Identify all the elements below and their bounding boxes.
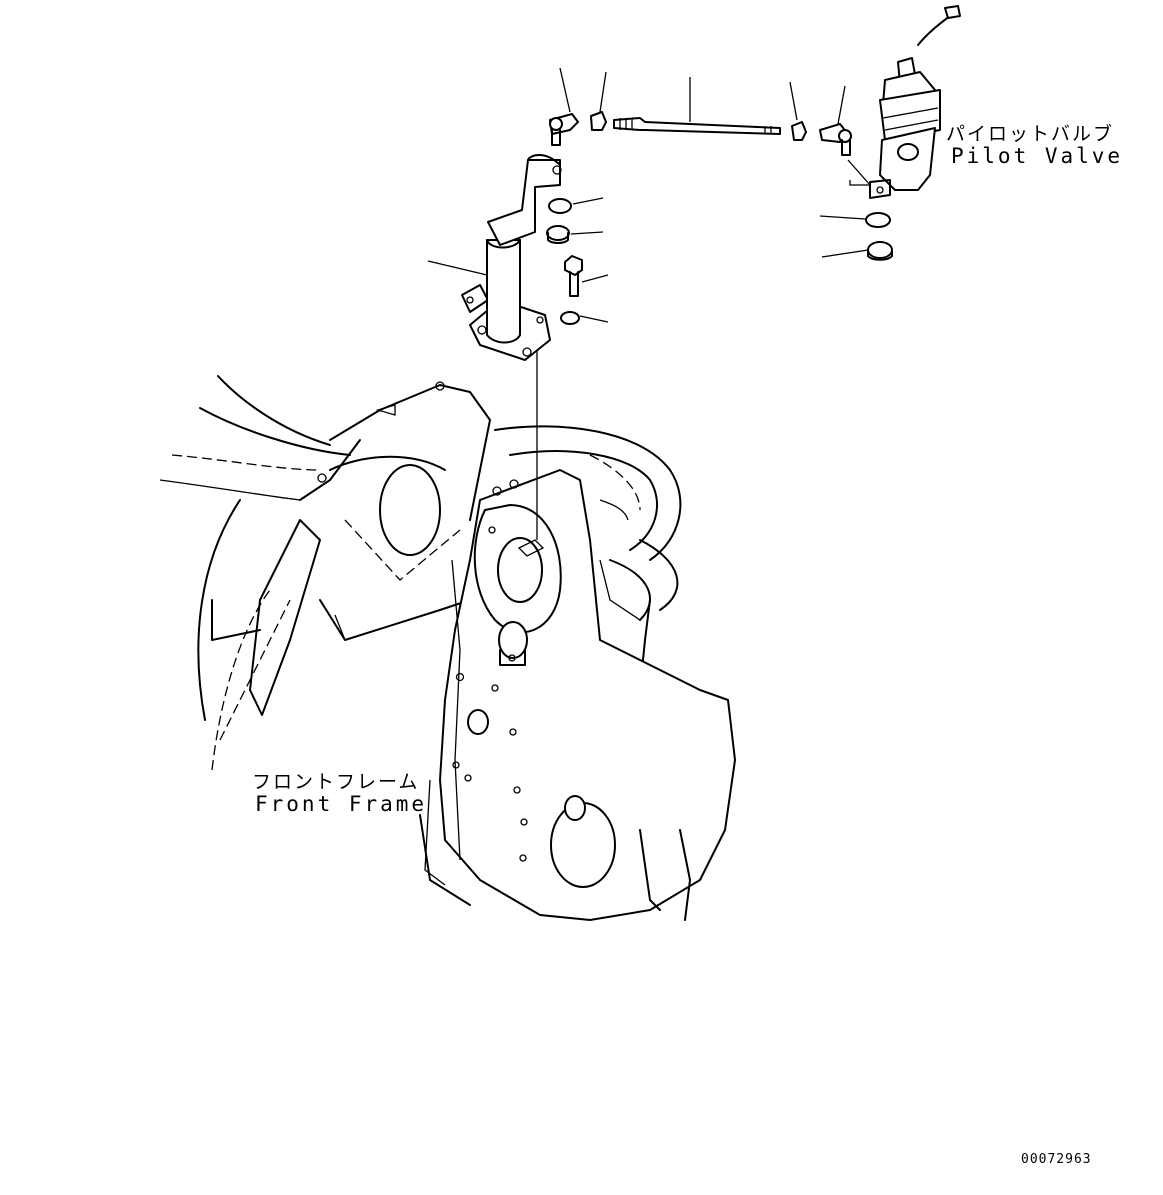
front-frame [159,375,736,921]
washer [548,198,572,214]
front-frame-label-en: Front Frame [255,792,428,816]
lever-stand-bracket [461,154,562,361]
pilot-valve-label-jp: パイロットバルブ [946,123,1115,145]
rod-linkage [549,111,852,156]
hardware-parts [546,198,893,325]
leader-lines [427,67,869,323]
bolt-head [564,255,583,276]
washer-right [865,212,891,228]
pilot-valve-label-en: Pilot Valve [951,144,1124,168]
nut [546,225,570,241]
front-frame-label-jp: フロントフレーム [252,771,420,793]
drawing-code: 00072963 [1021,1152,1092,1167]
nut-right [867,241,893,259]
pilot-valve [847,5,961,199]
lock-washer [560,311,580,325]
